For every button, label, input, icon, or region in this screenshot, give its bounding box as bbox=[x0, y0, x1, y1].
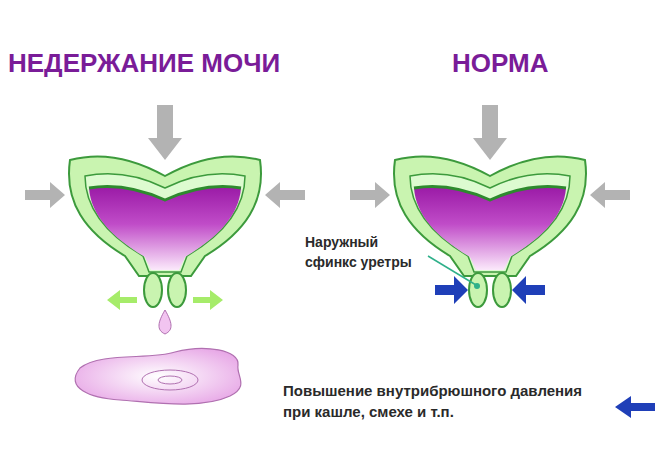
arrow-shape bbox=[615, 396, 655, 418]
legend-text: Повышение внутрибрюшного давления при ка… bbox=[283, 380, 603, 422]
legend-item: Повышение внутрибрюшного давления при ка… bbox=[283, 380, 603, 422]
panel-heading: НЕДЕРЖАНИЕ МОЧИ bbox=[8, 48, 280, 79]
leader-dot bbox=[474, 283, 480, 289]
puddle-ripple bbox=[142, 370, 198, 390]
bladder-normal bbox=[350, 105, 630, 307]
puddle bbox=[75, 348, 241, 404]
puddle-ripple bbox=[158, 376, 182, 384]
bladder-incontinence bbox=[25, 105, 305, 334]
panel-heading: НОРМА bbox=[452, 48, 548, 79]
leader-line bbox=[428, 256, 476, 285]
part-label: Наружный сфинкс уретры bbox=[305, 232, 425, 272]
legend-arrow-sample bbox=[611, 394, 657, 420]
